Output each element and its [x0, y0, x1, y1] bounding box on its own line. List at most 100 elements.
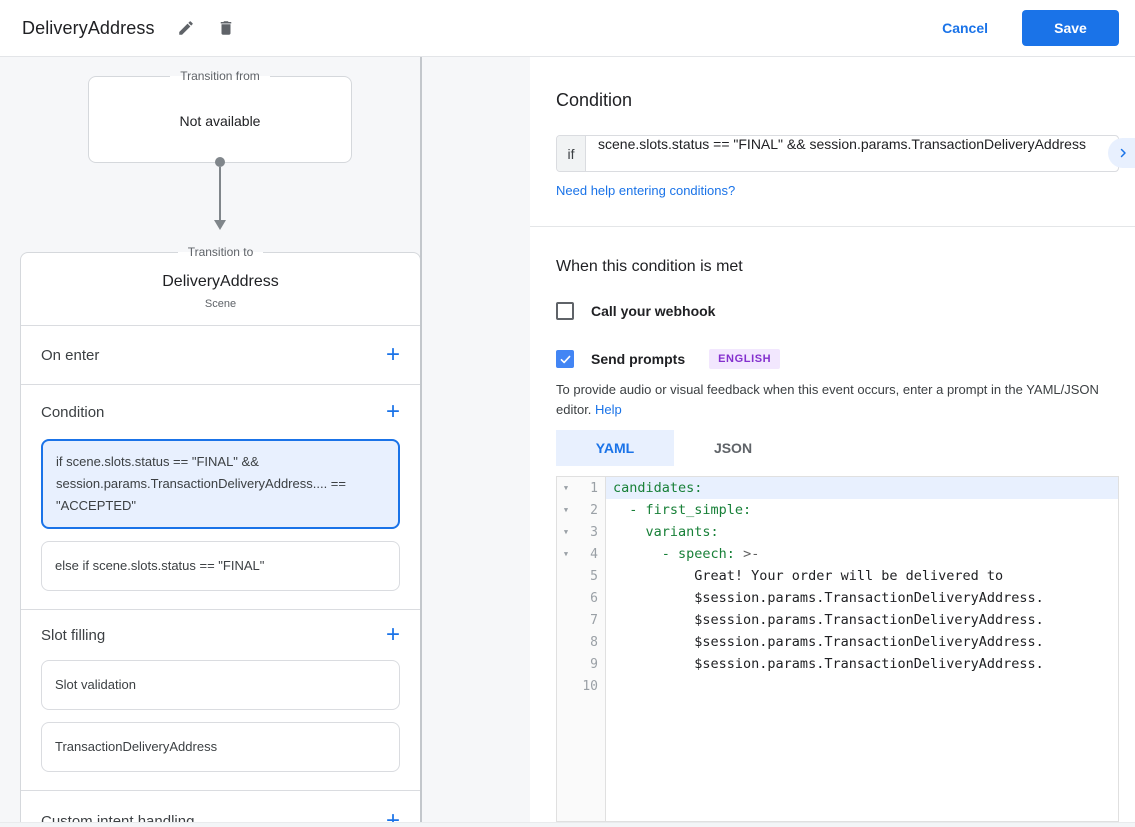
- editor-gutter: [557, 697, 606, 821]
- page-title: DeliveryAddress: [22, 17, 155, 38]
- code-line-content[interactable]: - speech: >-: [661, 546, 760, 562]
- code-line-content[interactable]: $session.params.TransactionDeliveryAddre…: [613, 590, 1044, 606]
- line-number: 8: [590, 634, 598, 650]
- condition-expression-input[interactable]: scene.slots.status == "FINAL" && session…: [598, 136, 1086, 152]
- editor-gutter: 5: [557, 565, 606, 587]
- line-number: 9: [590, 656, 598, 672]
- section-slot-filling: Slot filling + Slot validation Transacti…: [21, 609, 420, 790]
- line-number: 4: [590, 546, 598, 562]
- transition-from-box: Transition from Not available: [88, 69, 352, 163]
- editor-line[interactable]: ▼2 - first_simple:: [557, 499, 1118, 521]
- section-condition: Condition + if scene.slots.status == "FI…: [21, 384, 420, 609]
- scene-header: DeliveryAddress Scene: [21, 259, 420, 325]
- editor-gutter: ▼1: [557, 477, 606, 499]
- line-number: 7: [590, 612, 598, 628]
- webhook-row: Call your webhook: [556, 302, 1135, 320]
- code-line-content[interactable]: candidates:: [606, 477, 1118, 499]
- scene-graph-pane: Transition from Not available Transition…: [0, 57, 530, 827]
- line-number: 6: [590, 590, 598, 606]
- editor-line[interactable]: 10: [557, 675, 1118, 697]
- line-number: 5: [590, 568, 598, 584]
- app-header: DeliveryAddress Cancel Save: [0, 0, 1135, 57]
- code-empty[interactable]: [606, 697, 1118, 821]
- call-webhook-checkbox[interactable]: [556, 302, 574, 320]
- delete-scene-button[interactable]: [217, 19, 235, 37]
- arrow-origin-dot: [215, 157, 225, 167]
- condition-input-row: if scene.slots.status == "FINAL" && sess…: [556, 135, 1119, 172]
- editor-gutter: ▼2: [557, 499, 606, 521]
- collapse-panel-button[interactable]: [1108, 138, 1135, 168]
- fold-arrow-icon[interactable]: ▼: [563, 550, 569, 558]
- editor-line[interactable]: 5 Great! Your order will be delivered to: [557, 565, 1118, 587]
- editor-line[interactable]: 9 $session.params.TransactionDeliveryAdd…: [557, 653, 1118, 675]
- editor-gutter: 7: [557, 609, 606, 631]
- editor-line[interactable]: ▼4 - speech: >-: [557, 543, 1118, 565]
- transition-from-value: Not available: [179, 113, 261, 129]
- scene-name: DeliveryAddress: [162, 273, 279, 290]
- editor-gutter: 8: [557, 631, 606, 653]
- prompts-description-text: To provide audio or visual feedback when…: [556, 382, 1099, 417]
- editor-line[interactable]: 8 $session.params.TransactionDeliveryAdd…: [557, 631, 1118, 653]
- editor-tabs: YAML JSON: [556, 430, 1135, 466]
- edit-title-button[interactable]: [177, 19, 195, 37]
- transition-to-label: Transition to: [187, 245, 254, 259]
- arrow-line: [219, 167, 221, 220]
- add-slot-button[interactable]: +: [385, 621, 400, 648]
- code-line-content[interactable]: $session.params.TransactionDeliveryAddre…: [613, 656, 1044, 672]
- checkmark-icon: [559, 353, 572, 366]
- trash-icon: [217, 19, 235, 37]
- call-webhook-label[interactable]: Call your webhook: [591, 303, 716, 319]
- fold-arrow-icon[interactable]: ▼: [563, 528, 569, 536]
- editor-gutter: 6: [557, 587, 606, 609]
- editor-line[interactable]: 7 $session.params.TransactionDeliveryAdd…: [557, 609, 1118, 631]
- add-condition-button[interactable]: +: [385, 398, 400, 425]
- code-line-content[interactable]: variants:: [645, 524, 719, 540]
- add-on-enter-button[interactable]: +: [385, 341, 400, 368]
- tab-json[interactable]: JSON: [674, 430, 792, 466]
- editor-gutter: ▼4: [557, 543, 606, 565]
- line-number: 1: [590, 480, 598, 496]
- code-line-content[interactable]: - first_simple:: [629, 502, 752, 518]
- transition-arrow: [209, 157, 231, 230]
- if-prefix: if: [557, 136, 586, 171]
- on-enter-label: On enter: [41, 346, 100, 364]
- section-divider: [530, 226, 1135, 227]
- left-pane-scrollbar[interactable]: [420, 57, 422, 827]
- condition-help-link[interactable]: Need help entering conditions?: [556, 183, 736, 198]
- when-met-title: When this condition is met: [556, 258, 743, 275]
- arrow-head-icon: [214, 220, 226, 230]
- condition-card-selected[interactable]: if scene.slots.status == "FINAL" && sess…: [41, 439, 400, 529]
- prompts-description: To provide audio or visual feedback when…: [556, 380, 1126, 420]
- send-prompts-checkbox[interactable]: [556, 350, 574, 368]
- tab-yaml[interactable]: YAML: [556, 430, 674, 466]
- slot-validation-card[interactable]: Slot validation: [41, 660, 400, 710]
- code-line-content[interactable]: [606, 675, 1118, 697]
- editor-gutter: 10: [557, 675, 606, 697]
- save-button[interactable]: Save: [1022, 10, 1119, 46]
- send-prompts-label[interactable]: Send prompts: [591, 351, 686, 367]
- code-line-content[interactable]: $session.params.TransactionDeliveryAddre…: [613, 634, 1044, 650]
- code-line-content[interactable]: $session.params.TransactionDeliveryAddre…: [613, 612, 1044, 628]
- cancel-button[interactable]: Cancel: [942, 20, 988, 36]
- editor-empty-area[interactable]: [557, 697, 1118, 821]
- fold-arrow-icon[interactable]: ▼: [563, 506, 569, 514]
- help-link[interactable]: Help: [595, 402, 622, 417]
- scene-type: Scene: [204, 298, 237, 310]
- language-badge: ENGLISH: [709, 349, 781, 369]
- line-number: 10: [582, 678, 598, 694]
- code-line-content[interactable]: Great! Your order will be delivered to: [613, 568, 1004, 584]
- editor-gutter: ▼3: [557, 521, 606, 543]
- horizontal-scrollbar-track: [0, 822, 1135, 827]
- transition-to-card: Transition to DeliveryAddress Scene On e…: [20, 245, 421, 827]
- editor-line[interactable]: 6 $session.params.TransactionDeliveryAdd…: [557, 587, 1118, 609]
- fold-arrow-icon[interactable]: ▼: [563, 484, 569, 492]
- editor-line[interactable]: ▼3 variants:: [557, 521, 1118, 543]
- line-number: 3: [590, 524, 598, 540]
- section-on-enter: On enter +: [21, 325, 420, 384]
- slot-card[interactable]: TransactionDeliveryAddress: [41, 722, 400, 772]
- prompts-row: Send prompts ENGLISH: [556, 349, 1135, 369]
- condition-card-else[interactable]: else if scene.slots.status == "FINAL": [41, 541, 400, 591]
